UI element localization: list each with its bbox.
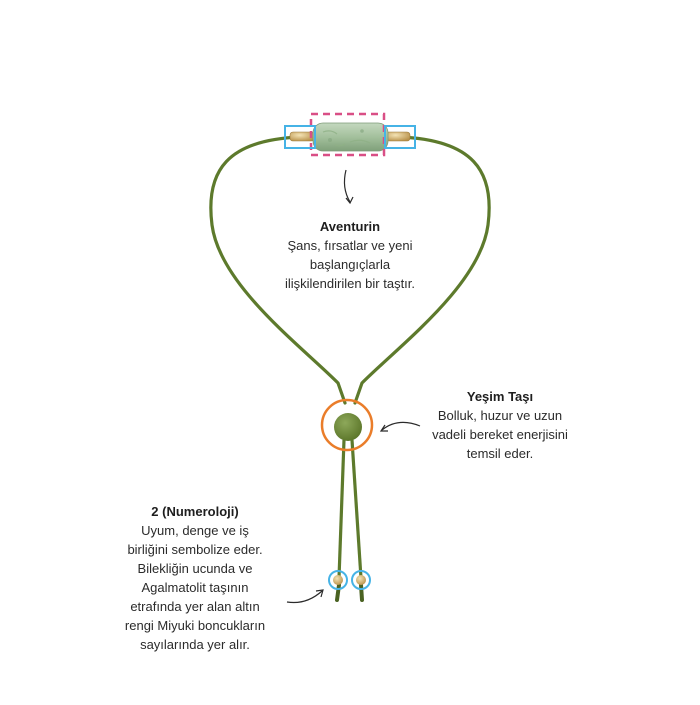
cap-highlight-left [284, 125, 316, 149]
cord-end-knot-right [359, 583, 364, 602]
cord-end-right [350, 439, 363, 579]
jade-highlight [320, 398, 374, 452]
numeroloji-description: Uyum, denge ve iş birliğini sembolize ed… [124, 523, 266, 652]
gold-cap-right [385, 131, 411, 142]
aventurine-stone [312, 122, 389, 152]
yesim-description: Bolluk, huzur ve uzun vadeli bereket ene… [432, 408, 568, 461]
gold-bead-right [356, 575, 366, 585]
aventurin-description: Şans, fırsatlar ve yeni başlangıçlarla i… [284, 238, 416, 291]
gold-bead-highlight-left [328, 570, 348, 590]
cord-end-knot-left [335, 583, 341, 602]
numeroloji-title: 2 (Numeroloji) [151, 504, 239, 519]
arrow-aventurin [343, 169, 354, 205]
aventurin-annotation: Aventurin Şans, fırsatlar ve yeni başlan… [245, 217, 455, 293]
cap-highlight-right [384, 125, 416, 149]
numeroloji-annotation: 2 (Numeroloji) Uyum, denge ve iş birliği… [95, 502, 295, 654]
cord-end-left [337, 439, 346, 579]
arrow-yesim [379, 421, 421, 432]
gold-bead-left [333, 575, 343, 585]
arrow-numeroloji [286, 589, 324, 604]
gold-bead-highlight-right [351, 570, 371, 590]
aventurin-highlight [309, 112, 386, 157]
cord-loop [209, 135, 491, 405]
aventurin-title: Aventurin [319, 219, 381, 234]
yesim-title: Yeşim Taşı [466, 389, 534, 404]
yesim-annotation: Yeşim Taşı Bolluk, huzur ve uzun vadeli … [420, 387, 580, 463]
jade-bead [334, 413, 362, 441]
